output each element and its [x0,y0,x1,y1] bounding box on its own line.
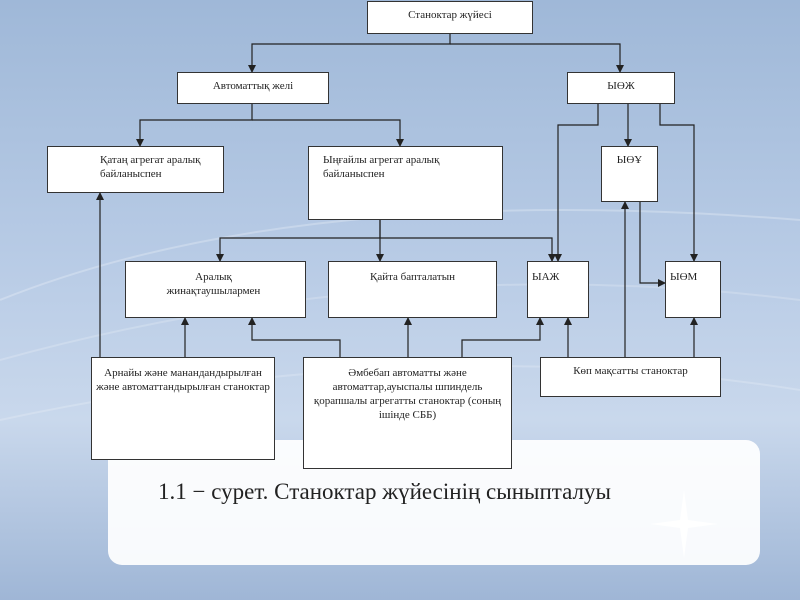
edge-auto-line-flexible [252,119,404,147]
edge-auto-line-rigid [136,104,253,147]
figure-caption: 1.1 − сурет. Станоктар жүйесінің сыныпта… [158,479,611,504]
node-rigid: Қатаң агрегат аралық байланыспен [47,146,224,193]
edge-yoa-yom [639,202,666,287]
node-yozh: ЫӨЖ [567,72,675,104]
node-auto-line: Автоматтық желі [177,72,329,104]
node-flexible: Ыңғайлы агрегат аралық байланыспен [308,146,503,220]
edge-flexible-yazh [380,237,556,262]
edge-yozh-yom [659,104,698,262]
edge-universal-intermediate [248,317,341,357]
node-root: Станоктар жүйесі [367,1,533,34]
edge-root-auto-line [248,34,451,73]
edge-root-yozh [450,43,624,73]
node-yazh: ЫАЖ [527,261,589,318]
edge-flexible-intermediate [216,220,381,262]
node-yom: ЫӨМ [665,261,721,318]
node-special: Арнайы және манандандырылған және автома… [91,357,275,460]
node-universal: Әмбебап автоматты және автоматтар,ауыспа… [303,357,512,469]
node-multipurpose: Көп мақсатты станоктар [540,357,721,397]
node-readjust: Қайта бапталатын [328,261,497,318]
edge-yozh-yazh [554,104,599,262]
node-yoa: ЫӨҰ [601,146,658,202]
node-intermediate: Аралық жинақтаушылармен [125,261,306,318]
edge-universal-yazh [461,317,544,357]
